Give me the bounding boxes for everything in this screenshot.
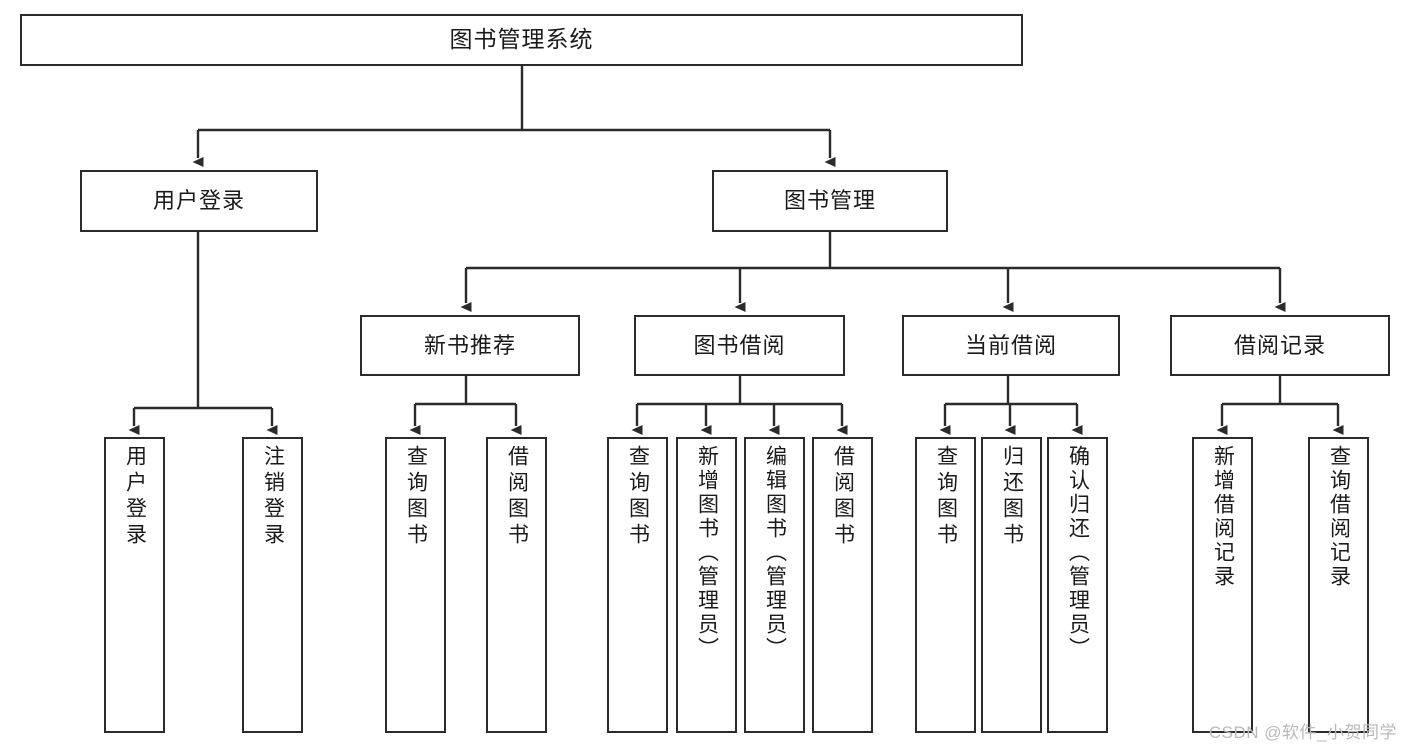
node-leaf-current-query-book[interactable]: 查询图书 bbox=[915, 437, 976, 733]
node-leaf-label: 确认归还（管理员） bbox=[1066, 445, 1090, 661]
node-leaf-user-login-logout[interactable]: 注销登录 bbox=[242, 437, 303, 733]
node-leaf-newbook-query-book[interactable]: 查询图书 bbox=[385, 437, 446, 733]
node-leaf-label: 查询借阅记录 bbox=[1327, 445, 1351, 589]
node-leaf-record-add-record[interactable]: 新增借阅记录 bbox=[1192, 437, 1253, 733]
node-leaf-label: 查询图书 bbox=[934, 445, 958, 549]
node-root-book-management-system[interactable]: 图书管理系统 bbox=[20, 14, 1023, 66]
node-leaf-borrow-query-book[interactable]: 查询图书 bbox=[607, 437, 668, 733]
node-leaf-user-login-login[interactable]: 用户登录 bbox=[104, 437, 165, 733]
node-leaf-label: 借阅图书 bbox=[831, 445, 855, 549]
node-leaf-newbook-borrow-book[interactable]: 借阅图书 bbox=[486, 437, 547, 733]
node-leaf-label: 归还图书 bbox=[1000, 445, 1024, 549]
node-current-borrow-label: 当前借阅 bbox=[964, 332, 1057, 358]
node-leaf-label: 新增图书（管理员） bbox=[695, 445, 719, 661]
node-current-borrow[interactable]: 当前借阅 bbox=[902, 315, 1120, 376]
node-leaf-label: 查询图书 bbox=[626, 445, 650, 549]
node-borrow-record-label: 借阅记录 bbox=[1233, 332, 1326, 358]
node-book-management[interactable]: 图书管理 bbox=[712, 170, 948, 232]
node-root-label: 图书管理系统 bbox=[449, 26, 594, 53]
node-leaf-record-query-record[interactable]: 查询借阅记录 bbox=[1308, 437, 1369, 733]
node-leaf-current-confirm-return-admin[interactable]: 确认归还（管理员） bbox=[1047, 437, 1108, 733]
node-leaf-current-return-book[interactable]: 归还图书 bbox=[981, 437, 1042, 733]
csdn-watermark: CSDN @软件_小贺同学 bbox=[1208, 723, 1397, 742]
node-book-borrow-label: 图书借阅 bbox=[693, 332, 786, 358]
node-borrow-record[interactable]: 借阅记录 bbox=[1170, 315, 1390, 376]
node-leaf-label: 注销登录 bbox=[261, 445, 285, 549]
node-new-book-recommend-label: 新书推荐 bbox=[423, 332, 516, 358]
node-new-book-recommend[interactable]: 新书推荐 bbox=[360, 315, 580, 376]
node-book-management-label: 图书管理 bbox=[783, 188, 876, 214]
node-user-login[interactable]: 用户登录 bbox=[80, 170, 318, 232]
node-book-borrow[interactable]: 图书借阅 bbox=[634, 315, 845, 376]
node-leaf-borrow-edit-book-admin[interactable]: 编辑图书（管理员） bbox=[744, 437, 805, 733]
node-leaf-label: 新增借阅记录 bbox=[1211, 445, 1235, 589]
node-leaf-borrow-borrow-book[interactable]: 借阅图书 bbox=[812, 437, 873, 733]
node-leaf-label: 借阅图书 bbox=[505, 445, 529, 549]
node-user-login-label: 用户登录 bbox=[152, 188, 245, 214]
node-leaf-label: 用户登录 bbox=[123, 445, 147, 549]
node-leaf-label: 查询图书 bbox=[404, 445, 428, 549]
node-leaf-label: 编辑图书（管理员） bbox=[763, 445, 787, 661]
node-leaf-borrow-add-book-admin[interactable]: 新增图书（管理员） bbox=[676, 437, 737, 733]
